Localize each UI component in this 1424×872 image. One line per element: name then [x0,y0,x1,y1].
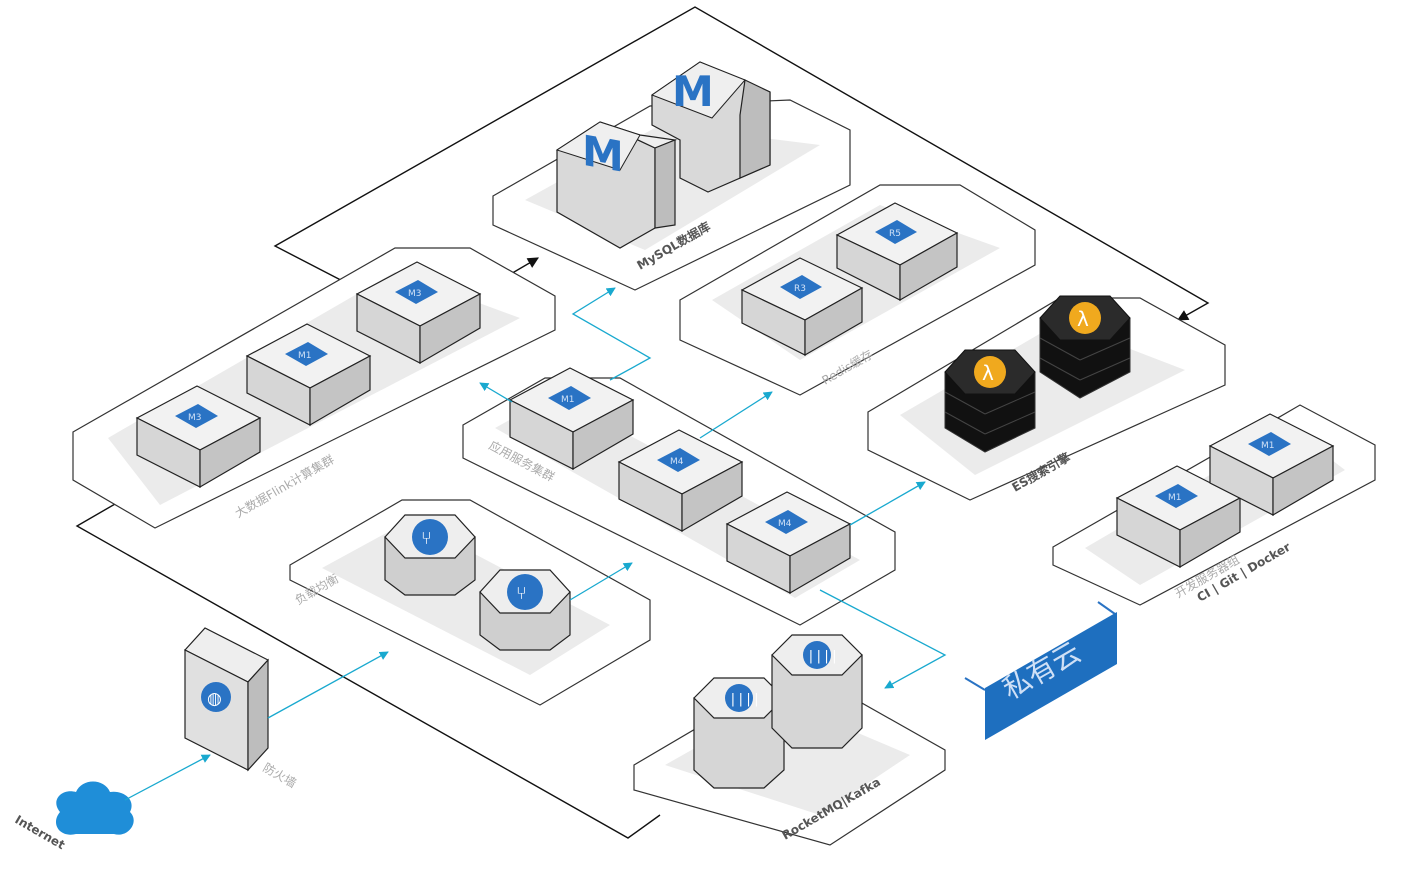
es-node-2: λ [1039,295,1131,399]
zone-services: M1 M4 M4 应用服务集群 [462,367,896,626]
es-node-1-lambda-icon: λ [982,361,994,385]
gateway-node-2: ⑂ [479,569,571,651]
service-node-3-label: M4 [778,519,792,529]
service-node-1: M1 [508,367,635,471]
devops-node-1-label: M1 [1168,493,1182,503]
private-cloud-badge: 私有云 [964,601,1117,740]
gateway-node-2-branch-icon: ⑂ [516,583,527,604]
zone-mq: |||| |||| RocketMQ|Kafka [633,634,946,846]
devops-node-1: M1 [1115,465,1242,569]
zone-flink: M3 M1 M3 大数据Flink计算集群 [72,247,556,529]
service-node-2: M4 [617,429,744,533]
flow-services-mq [819,589,947,689]
redis-node-r3: R3 [740,257,864,357]
mq-node-1: |||| [693,677,785,789]
mq-node-1-queue-icon: |||| [729,692,760,707]
redis-node-r5: R5 [835,202,959,302]
service-node-3: M4 [725,491,852,595]
cloud-icon [55,781,134,835]
proxy-globe-icon: ◍ [207,689,222,709]
flow-services-es [849,481,926,526]
redis-node-r3-label: R3 [794,284,806,294]
proxy-node: ◍ 防火墙 [184,627,300,791]
flow-proxy-gateway [267,651,389,719]
service-node-2-label: M4 [670,457,684,467]
gateway-node-1: ⑂ [384,514,476,596]
mq-node-2: |||| [771,634,863,749]
service-node-1-label: M1 [561,395,575,405]
flink-node-3: M3 [355,261,482,365]
flink-node-1-label: M3 [188,413,202,423]
flow-services-mysql [571,287,652,381]
proxy-label: 防火墙 [261,760,300,791]
zone-gateway: ⑂ ⑂ 负载均衡 [289,499,651,706]
flow-internet-proxy [124,754,211,801]
flow-services-flink [479,382,513,403]
zone-redis: R3 R5 Redis缓存 [679,184,1036,396]
flow-services-redis [699,391,773,439]
es-node-2-lambda-icon: λ [1077,307,1089,331]
internet-cloud: Internet [13,781,134,852]
redis-node-r5-label: R5 [889,229,901,239]
backbone-top-loop [273,6,1210,321]
flink-node-3-label: M3 [408,289,422,299]
es-node-1: λ [944,349,1036,453]
zone-devops: M1 M1 开发服务器组 CI | Git | Docker [1052,404,1376,606]
mysql-node-1-glyph: M [582,126,624,182]
mysql-node-1: M [555,121,678,249]
devops-node-2: M1 [1208,413,1335,517]
flink-node-2-label: M1 [298,351,312,361]
zone-mysql: M M MySQL数据库 [492,61,851,291]
mysql-node-2-glyph: M [672,67,714,116]
gateway-node-1-branch-icon: ⑂ [421,528,432,549]
devops-node-2-label: M1 [1261,441,1275,451]
flink-node-1: M3 [135,385,262,489]
zone-es: λ λ ES搜索引擎 [867,295,1226,501]
flink-node-2: M1 [245,323,372,427]
data-flow-connectors [124,287,947,801]
mysql-node-2: M [650,61,771,193]
flow-gateway-services [569,562,633,601]
mq-node-2-queue-icon: |||| [807,649,838,664]
